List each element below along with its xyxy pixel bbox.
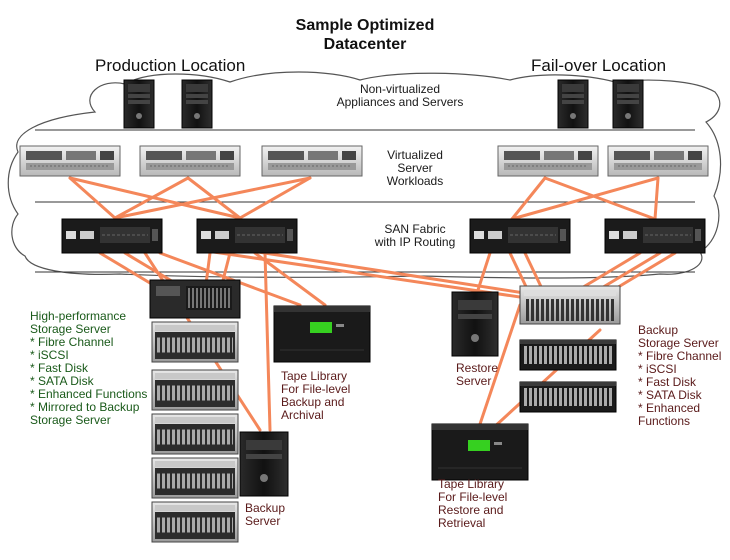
san-zone-label: SAN Fabric with IP Routing [355,223,475,249]
rack-server [19,145,121,177]
label-line: Backup [245,501,286,515]
label-line: * SATA Disk [638,388,702,402]
san-switch [61,218,163,254]
zone-label-line: Appliances and Servers [336,95,464,109]
label-line: * Enhanced Functions [30,387,148,401]
label-line: Restore [456,361,499,375]
cloud-outline [7,71,722,279]
failover-location-label: Fail-over Location [531,56,667,75]
label-line: * Enhanced [638,401,701,415]
label-line: Storage Server [30,413,111,427]
label-line: For File-level [438,490,508,504]
label-line: * SATA Disk [30,374,94,388]
backup-server-label: Backup Server [245,502,285,528]
label-line: For File-level [281,382,351,396]
backup-server-tower [239,431,289,497]
label-line: Backup and [281,395,345,409]
rack-server [607,145,709,177]
label-line: * Fast Disk [638,375,697,389]
storage-array [152,458,238,498]
hp-storage-head-unit [149,279,241,319]
restore-server-label: Restore Server [456,362,498,388]
label-line: * Mirrored to Backup [30,400,140,414]
restore-server-tower [451,291,499,357]
backup-storage-label: Backup Storage Server * Fibre Channel * … [638,324,721,428]
storage-array [520,340,616,370]
zone-label-line: Workloads [386,174,444,188]
zone-label-line: with IP Routing [374,235,456,249]
tape-library-restore [431,423,529,481]
tower-server [123,79,155,129]
label-line: Tape Library [281,369,348,383]
tape-library-backup [273,305,371,363]
san-switch [469,218,571,254]
storage-array [152,370,238,410]
label-line: Backup [638,323,679,337]
label-line: * iSCSI [638,362,677,376]
label-line: * Fast Disk [30,361,89,375]
tape-library-restore-label: Tape Library For File-level Restore and … [438,478,507,530]
san-switch [604,218,706,254]
zone-label-line: Non-virtualized [359,82,441,96]
virtualized-zone-label: Virtualized Server Workloads [360,149,470,188]
san-switch [196,218,298,254]
label-line: Server [456,374,492,388]
label-line: * iSCSI [30,348,69,362]
label-line: Server [245,514,281,528]
label-line: Restore and [438,503,504,517]
label-line: Tape Library [438,477,505,491]
nonvirtualized-zone-label: Non-virtualized Appliances and Servers [320,83,480,109]
label-line: High-performance [30,309,127,323]
hp-storage-label: High-performance Storage Server * Fibre … [30,310,147,427]
title-line: Datacenter [323,36,407,53]
label-line: Retrieval [438,516,486,530]
storage-array [152,502,238,542]
label-line: Functions [638,414,691,428]
storage-array [152,414,238,454]
tower-server [612,79,644,129]
tape-library-backup-label: Tape Library For File-level Backup and A… [281,370,350,422]
label-line: * Fibre Channel [638,349,722,363]
diagram-title: Sample Optimized Datacenter [290,16,440,54]
label-line: Storage Server [30,322,111,336]
label-line: Archival [281,408,324,422]
zone-label-line: Server [397,161,433,175]
rack-server [497,145,599,177]
rack-server [261,145,363,177]
rack-server [139,145,241,177]
label-line: * Fibre Channel [30,335,114,349]
label-line: Storage Server [638,336,719,350]
tower-server [557,79,589,129]
title-line: Sample Optimized [295,17,435,34]
zone-label-line: Virtualized [387,148,443,162]
tower-server [181,79,213,129]
production-location-label: Production Location [95,56,246,75]
backup-storage-head-unit [519,285,621,325]
zone-label-line: SAN Fabric [384,222,446,236]
storage-array [520,382,616,412]
storage-array [152,322,238,362]
